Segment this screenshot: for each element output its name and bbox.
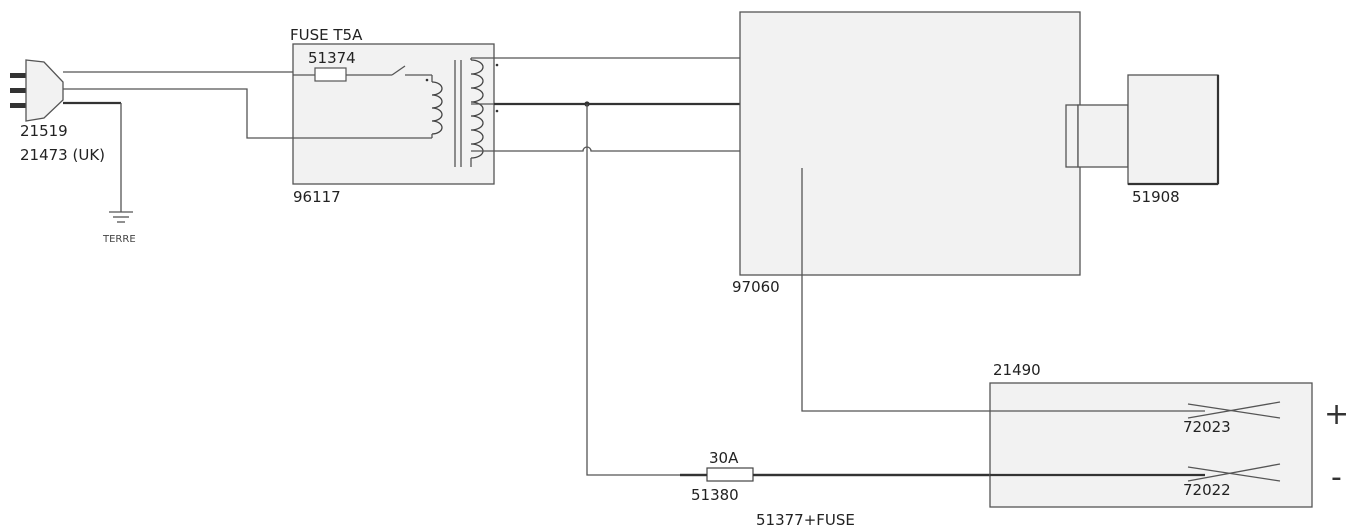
fuse-part-label: 51374	[308, 49, 356, 67]
terminal-box-part-label: 21490	[993, 361, 1041, 379]
inline-fuse-icon	[706, 467, 754, 482]
plug-body	[25, 59, 64, 122]
camera-box	[1127, 74, 1219, 185]
primary-dot-icon	[425, 78, 429, 82]
positive-sign: +	[1324, 397, 1349, 432]
positive-terminal-clamp-icon	[990, 401, 1281, 419]
negative-feed-wire	[586, 104, 680, 476]
secondary-coil-icon	[470, 59, 484, 159]
primary-coil-icon	[431, 81, 443, 135]
fuse-51374-icon	[314, 67, 347, 82]
plug-pin-top	[10, 73, 26, 78]
transformer-part-label: 96117	[293, 188, 341, 206]
ground-symbol	[109, 211, 133, 223]
switch-icon	[391, 65, 406, 76]
mains-neutral-wire	[63, 88, 293, 139]
ground-label: TERRE	[102, 234, 136, 245]
negative-terminal-part-label: 72022	[1183, 481, 1231, 499]
inline-fuse-rating-label: 30A	[709, 449, 739, 467]
plug-pin-bottom	[10, 103, 26, 108]
secondary-dot-middle-icon	[495, 109, 499, 113]
mains-plug	[10, 59, 64, 122]
output-wire-bottom	[494, 146, 740, 152]
camera-connector	[1077, 104, 1129, 168]
inline-fuse-assembly-label: 51377+FUSE	[756, 511, 855, 529]
plug-pin-middle	[10, 88, 26, 93]
secondary-dot-top-icon	[495, 63, 499, 67]
main-unit-box	[739, 11, 1081, 276]
positive-terminal-part-label: 72023	[1183, 418, 1231, 436]
negative-terminal-clamp-icon	[990, 463, 1281, 482]
fuse-rating-label: FUSE T5A	[290, 26, 363, 44]
camera-connector-flange	[1065, 104, 1079, 168]
plug-uk-part-label: 21473 (UK)	[20, 146, 105, 164]
negative-sign: -	[1331, 460, 1342, 495]
inline-fuse-part-label: 51380	[691, 486, 739, 504]
main-unit-part-label: 97060	[732, 278, 780, 296]
terminal-box	[989, 382, 1313, 508]
plug-part-label: 21519	[20, 122, 68, 140]
camera-part-label: 51908	[1132, 188, 1180, 206]
